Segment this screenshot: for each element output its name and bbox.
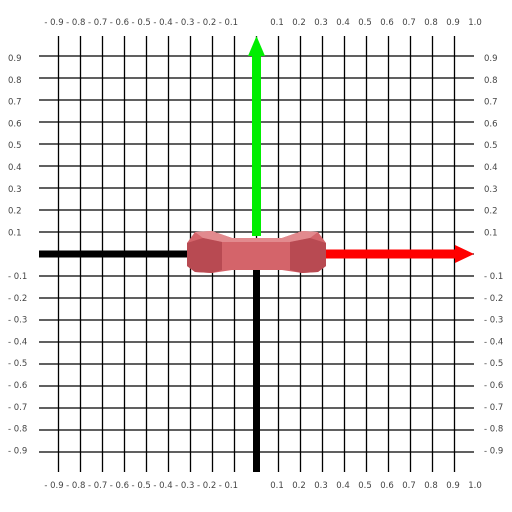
y-left-tick-label: 0.6 — [8, 119, 22, 129]
y-left-tick-label: - 0.7 — [8, 403, 27, 413]
x-top-tick-label: 0.1 — [270, 18, 284, 28]
x-bottom-tick-label: - 0.8 — [66, 481, 85, 491]
x-top-tick-label: 0.5 — [358, 18, 372, 28]
x-bottom-tick-label: - 0.1 — [219, 481, 238, 491]
axis-arrows — [248, 36, 474, 263]
y-left-tick-label: - 0.9 — [8, 446, 27, 456]
x-bottom-tick-label: 0.8 — [424, 481, 438, 491]
x-bottom-tick-label: 0.9 — [446, 481, 460, 491]
y-left-tick-label: - 0.3 — [8, 316, 27, 326]
x-top-tick-label: 0.3 — [314, 18, 328, 28]
y-left-tick-label: 0.2 — [8, 207, 22, 217]
x-top-tick-label: 1.0 — [468, 18, 482, 28]
y-right-tick-label: - 0.8 — [484, 425, 503, 435]
y-axis-arrow-head — [248, 36, 265, 56]
x-top-tick-label: - 0.6 — [110, 18, 129, 28]
x-bottom-tick-label: - 0.5 — [132, 481, 151, 491]
y-axis-negative — [253, 268, 260, 472]
x-bottom-tick-label: - 0.9 — [44, 481, 63, 491]
x-top-tick-label: - 0.7 — [88, 18, 107, 28]
y-right-tick-label: - 0.2 — [484, 294, 503, 304]
axes-lines — [39, 250, 260, 472]
x-top-tick-label: 0.6 — [380, 18, 394, 28]
y-right-tick-label: 0.8 — [484, 76, 498, 86]
x-axis-top-labels: - 0.9- 0.8- 0.7- 0.6- 0.5- 0.4- 0.3- 0.2… — [44, 18, 481, 28]
x-bottom-tick-label: - 0.7 — [88, 481, 107, 491]
x-top-tick-label: - 0.8 — [66, 18, 85, 28]
x-top-tick-label: 0.7 — [402, 18, 416, 28]
y-left-tick-label: 0.8 — [8, 76, 22, 86]
x-top-tick-label: - 0.4 — [153, 18, 172, 28]
y-left-tick-label: 0.9 — [8, 54, 22, 64]
x-bottom-tick-label: 0.2 — [292, 481, 306, 491]
y-right-tick-label: 0.5 — [484, 141, 498, 151]
x-axis-bottom-labels: - 0.9- 0.8- 0.7- 0.6- 0.5- 0.4- 0.3- 0.2… — [44, 481, 481, 491]
y-right-tick-label: - 0.1 — [484, 272, 503, 282]
x-bottom-tick-label: 0.5 — [358, 481, 372, 491]
y-axis-right-labels: 0.9 0.8 0.7 0.6 0.5 0.4 0.3 0.2 0.1 - 0.1 - 0.2 - 0… — [484, 54, 503, 456]
x-bottom-tick-label: 0.4 — [336, 481, 350, 491]
object-top-face — [195, 231, 318, 242]
x-bottom-tick-label: - 0.4 — [153, 481, 172, 491]
x-bottom-tick-label: 0.3 — [314, 481, 328, 491]
y-right-tick-label: - 0.3 — [484, 316, 503, 326]
y-right-tick-label: 0.3 — [484, 185, 498, 195]
y-left-tick-label: 0.1 — [8, 228, 22, 238]
y-right-tick-label: - 0.4 — [484, 337, 503, 347]
y-left-tick-label: 0.5 — [8, 141, 22, 151]
y-left-tick-label: - 0.8 — [8, 425, 27, 435]
y-left-tick-label: - 0.1 — [8, 272, 27, 282]
x-bottom-tick-label: 1.0 — [468, 481, 482, 491]
x-bottom-tick-label: - 0.2 — [197, 481, 216, 491]
object-right-facet — [290, 238, 326, 273]
x-axis-arrow-head — [455, 245, 474, 263]
x-top-tick-label: - 0.2 — [197, 18, 216, 28]
y-right-tick-label: 0.1 — [484, 228, 498, 238]
y-right-tick-label: 0.2 — [484, 207, 498, 217]
y-left-tick-label: - 0.2 — [8, 294, 27, 304]
y-right-tick-label: - 0.5 — [484, 359, 503, 369]
x-top-tick-label: - 0.5 — [132, 18, 151, 28]
y-left-tick-label: - 0.4 — [8, 337, 27, 347]
y-right-tick-label: - 0.7 — [484, 403, 503, 413]
x-top-tick-label: - 0.3 — [175, 18, 194, 28]
y-right-tick-label: 0.4 — [484, 163, 498, 173]
x-bottom-tick-label: - 0.3 — [175, 481, 194, 491]
y-left-tick-label: 0.7 — [8, 98, 22, 108]
y-right-tick-label: - 0.6 — [484, 381, 503, 391]
y-right-tick-label: 0.7 — [484, 98, 498, 108]
y-axis-left-labels: 0.9 0.8 0.7 0.6 0.5 0.4 0.3 0.2 0.1 - 0.1 - 0.2 - 0… — [8, 54, 27, 456]
object-left-facet — [187, 238, 222, 273]
x-bottom-tick-label: 0.6 — [380, 481, 394, 491]
y-right-tick-label: 0.9 — [484, 54, 498, 64]
y-left-tick-label: 0.3 — [8, 185, 22, 195]
x-top-tick-label: 0.8 — [424, 18, 438, 28]
x-bottom-tick-label: 0.1 — [270, 481, 284, 491]
y-right-tick-label: - 0.9 — [484, 446, 503, 456]
x-top-tick-label: 0.4 — [336, 18, 350, 28]
x-bottom-tick-label: 0.7 — [402, 481, 416, 491]
y-left-tick-label: - 0.5 — [8, 359, 27, 369]
x-top-tick-label: - 0.9 — [44, 18, 63, 28]
red-3d-object[interactable] — [187, 231, 326, 273]
y-axis-arrow-shaft — [252, 50, 261, 236]
x-bottom-tick-label: - 0.6 — [110, 481, 129, 491]
x-top-tick-label: 0.9 — [446, 18, 460, 28]
y-left-tick-label: 0.4 — [8, 163, 22, 173]
x-top-tick-label: 0.2 — [292, 18, 306, 28]
y-left-tick-label: - 0.6 — [8, 381, 27, 391]
y-right-tick-label: 0.6 — [484, 119, 498, 129]
x-axis-negative — [39, 250, 189, 258]
x-top-tick-label: - 0.1 — [219, 18, 238, 28]
x-axis-arrow-shaft — [326, 249, 460, 259]
